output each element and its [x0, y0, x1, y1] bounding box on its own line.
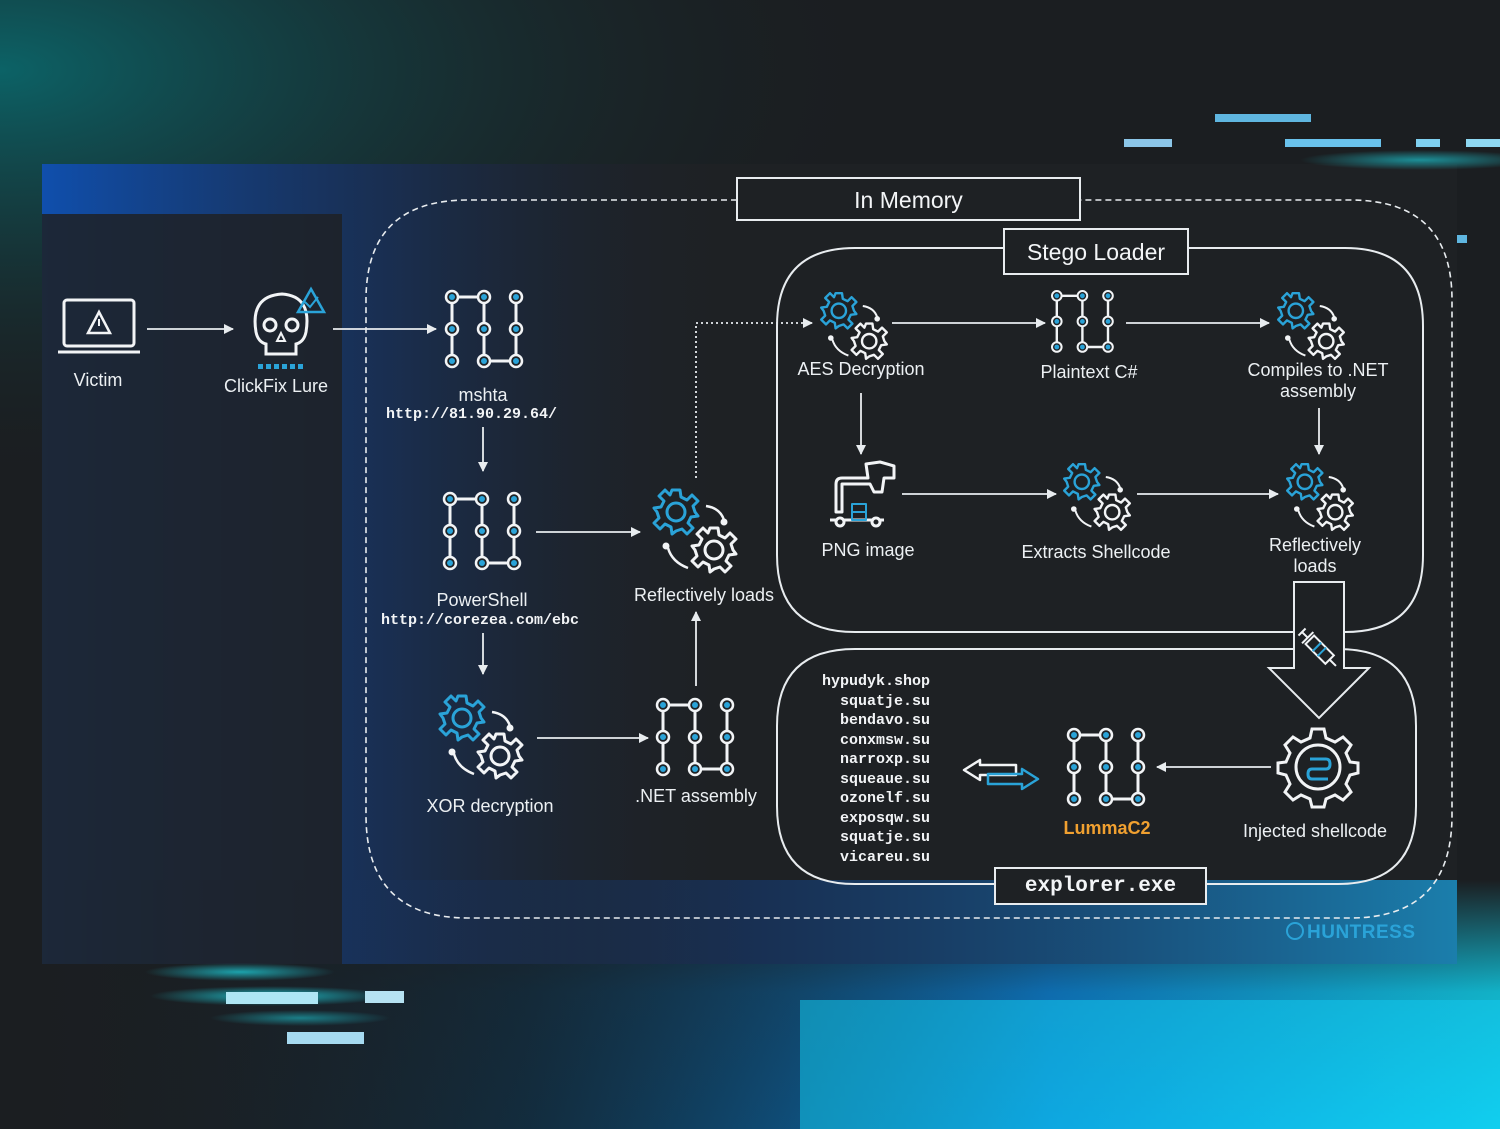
xor-label: XOR decryption [426, 796, 554, 816]
laptop-warning-icon [58, 298, 140, 354]
bidirectional-arrows-icon [962, 758, 1040, 791]
reflective-loads-label: Reflectively loads [633, 585, 775, 605]
huntress-logo-icon [1286, 922, 1304, 940]
reflective-stego-line2: loads [1293, 556, 1337, 576]
net-assembly-label: .NET assembly [635, 786, 757, 806]
compiles-label-line2: assembly [1279, 381, 1357, 401]
in-memory-title: In Memory [736, 177, 1081, 221]
huntress-logo-text: HUNTRESS [1307, 922, 1416, 943]
plaintext-script-icon [1050, 289, 1114, 353]
explorer-title: explorer.exe [994, 867, 1207, 905]
domain-item: bendavo.su [840, 712, 931, 729]
domain-item: ozonelf.su [840, 790, 931, 807]
extract-gears-icon [1064, 464, 1130, 530]
huntress-logo: HUNTRESS [1286, 922, 1416, 944]
domain-item: vicareu.su [840, 848, 931, 866]
syringe-icon [1297, 627, 1337, 667]
reflective-gears-icon [654, 490, 736, 572]
domain-item: squatje.su [840, 829, 931, 846]
aes-label: AES Decryption [797, 359, 925, 379]
domain-item: squatje.su [840, 692, 931, 710]
powershell-script-icon [442, 491, 522, 571]
c2-domain-list: hypudyk.shop squatje.su bendavo.su conxm… [822, 672, 930, 867]
clickfix-label: ClickFix Lure [223, 376, 329, 396]
net-assembly-script-icon [655, 697, 735, 777]
injected-label: Injected shellcode [1242, 821, 1388, 841]
mshta-url: http://81.90.29.64/ [386, 406, 558, 423]
xor-gears-icon [440, 696, 522, 778]
lure-dots [258, 364, 303, 369]
domain-item: narroxp.su [840, 751, 931, 768]
compiles-label-line1: Compiles to .NET [1247, 360, 1389, 380]
mshta-label: mshta [458, 385, 508, 405]
mshta-script-icon [444, 289, 524, 369]
victim-label: Victim [73, 370, 123, 390]
domain-item: conxmsw.su [840, 731, 931, 749]
explorer-box [776, 648, 1417, 885]
powershell-label: PowerShell [436, 590, 528, 610]
injection-arrow [1266, 581, 1372, 720]
trojan-horse-icon [830, 460, 896, 528]
shellcode-gear-icon [1276, 727, 1360, 809]
stego-loader-box [776, 247, 1424, 633]
lumma-label: LummaC2 [1063, 818, 1151, 838]
compile-gears-icon [1278, 293, 1344, 359]
reflective-stego-line1: Reflectively [1268, 535, 1362, 555]
in-memory-boundary [365, 199, 1453, 919]
plaintext-label: Plaintext C# [1040, 362, 1138, 382]
aes-gears-icon [821, 293, 887, 359]
domain-item: hypudyk.shop [822, 673, 931, 690]
domain-item: squeaue.su [840, 770, 931, 788]
lumma-script-icon [1066, 727, 1146, 807]
extracts-label: Extracts Shellcode [1021, 542, 1171, 562]
powershell-url: http://corezea.com/ebc [381, 612, 580, 629]
reflective-stego-gears-icon [1287, 464, 1353, 530]
stego-loader-title: Stego Loader [1003, 228, 1189, 275]
skull-warning-icon [253, 286, 327, 356]
png-label: PNG image [821, 540, 915, 560]
domain-item: exposqw.su [840, 809, 931, 827]
